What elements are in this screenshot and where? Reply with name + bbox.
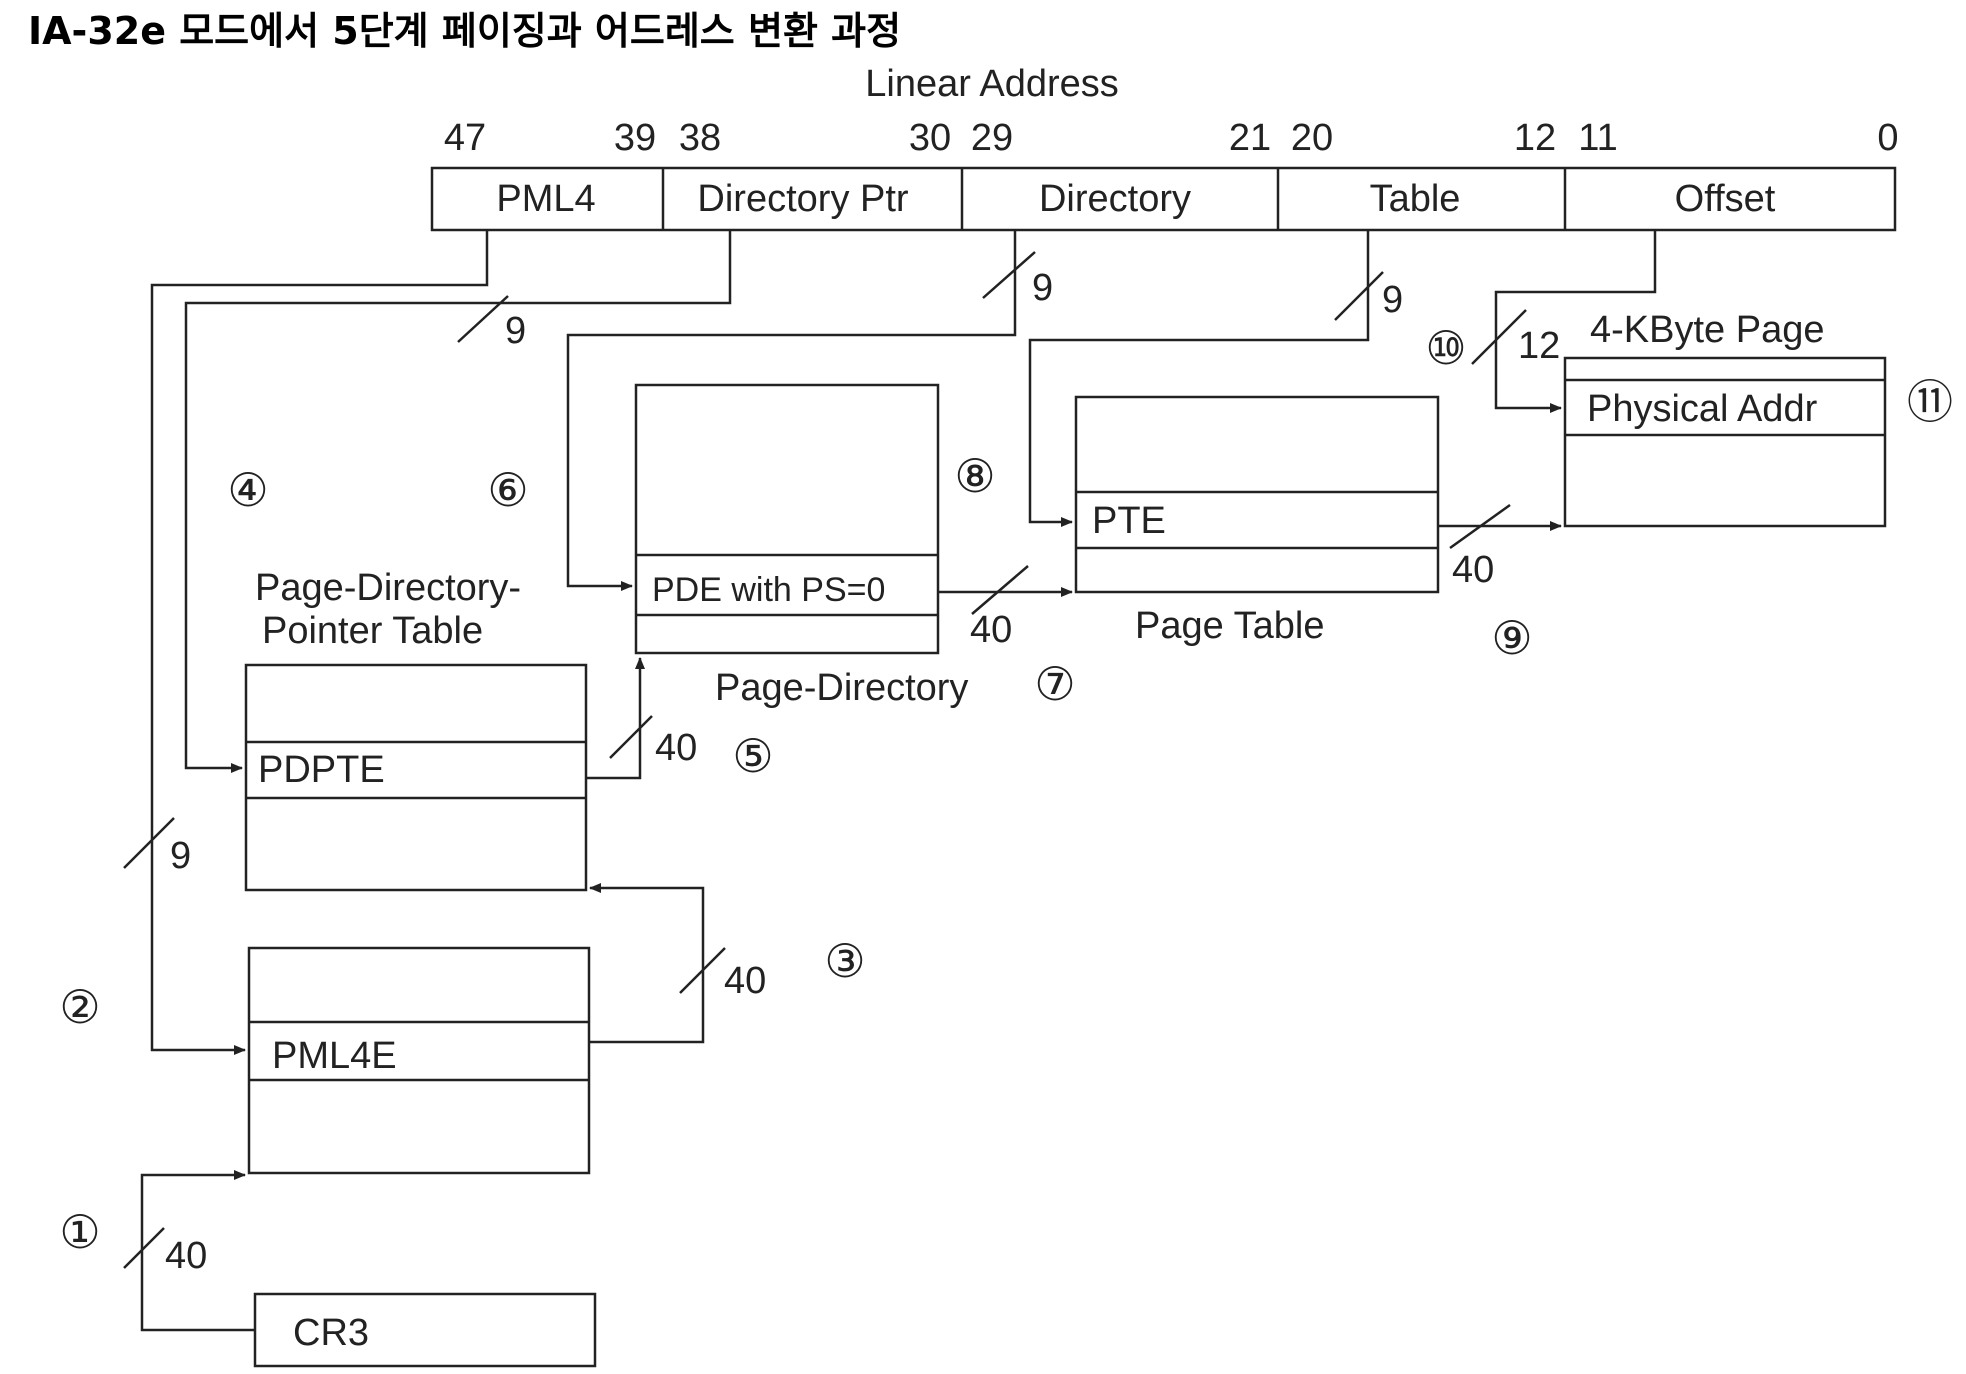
- page-table-name: Page Table: [1135, 605, 1324, 647]
- step-marker-3: ③: [824, 935, 865, 987]
- bit-label: 20: [1291, 117, 1333, 159]
- bit-label: 12: [1514, 117, 1556, 159]
- width-label-pte: 40: [1452, 549, 1494, 591]
- bit-label: 11: [1578, 117, 1617, 159]
- bit-label: 39: [614, 117, 656, 159]
- width-label-pd-index: 9: [1032, 267, 1053, 309]
- page-name: 4-KByte Page: [1590, 309, 1824, 351]
- width-slashes: [123, 251, 1527, 1269]
- bit-label: 47: [444, 117, 486, 159]
- linear-address-label: Linear Address: [865, 63, 1119, 105]
- kbyte-page: [1563, 356, 1887, 528]
- arrow-pml4-index: [150, 230, 489, 1055]
- field-table: Table: [1370, 178, 1461, 220]
- arrow-pd-index: [566, 230, 1017, 591]
- bit-label: 21: [1229, 117, 1271, 159]
- pde-label: PDE with PS=0: [652, 571, 885, 609]
- width-label-pml4-index: 9: [170, 835, 191, 877]
- pdpt-table: [244, 663, 588, 892]
- step-marker-8: ⑧: [954, 450, 995, 502]
- width-label-pdpte: 40: [655, 727, 697, 769]
- arrow-offset: [1494, 230, 1657, 413]
- bit-label: 30: [909, 117, 951, 159]
- arrow-pml4e-to-pdpt: [589, 883, 705, 1044]
- step-marker-11: ⑪: [1907, 376, 1953, 428]
- step-marker-4: ④: [227, 464, 268, 516]
- pdpt-name-line1: Page-Directory-: [255, 567, 521, 609]
- step-marker-1: ①: [59, 1206, 100, 1258]
- step-marker-2: ②: [59, 981, 100, 1033]
- cr3-label: CR3: [293, 1312, 369, 1354]
- width-label-pde: 40: [970, 609, 1012, 651]
- step-marker-10: ⑩: [1425, 322, 1466, 374]
- physical-addr-label: Physical Addr: [1587, 388, 1818, 430]
- cr3-register: [253, 1292, 597, 1368]
- width-label-pml4e: 40: [724, 960, 766, 1002]
- bit-label: 0: [1877, 117, 1898, 159]
- field-directory-ptr: Directory Ptr: [697, 178, 908, 220]
- step-marker-7: ⑦: [1034, 658, 1075, 710]
- page-directory-name: Page-Directory: [715, 667, 968, 709]
- pdpt-name-line2: Pointer Table: [262, 610, 483, 652]
- page-table: [1074, 395, 1440, 594]
- arrow-pt-index: [1028, 230, 1370, 527]
- pdpte-label: PDPTE: [258, 749, 385, 791]
- step-marker-9: ⑨: [1491, 612, 1532, 664]
- width-label-pt-index: 9: [1382, 279, 1403, 321]
- field-pml4: PML4: [496, 178, 595, 220]
- step-marker-5: ⑤: [732, 730, 773, 782]
- arrow-cr3-to-pml4: [140, 1170, 255, 1332]
- arrow-pdpt-index: [184, 230, 732, 773]
- pml4-table: [247, 946, 591, 1175]
- width-label-offset: 12: [1518, 325, 1560, 367]
- pte-label: PTE: [1092, 500, 1166, 542]
- step-marker-6: ⑥: [487, 464, 528, 516]
- pml4e-label: PML4E: [272, 1035, 397, 1077]
- width-label-cr3: 40: [165, 1235, 207, 1277]
- field-directory: Directory: [1039, 178, 1191, 220]
- page-directory-table: [634, 383, 940, 655]
- arrow-pdpte-to-pd: [586, 657, 645, 780]
- linear-address-register: [430, 166, 1897, 232]
- field-offset: Offset: [1675, 178, 1776, 220]
- bit-label: 38: [679, 117, 721, 159]
- bit-label: 29: [971, 117, 1013, 159]
- diagram-title: IA-32e 모드에서 5단계 페이징과 어드레스 변환 과정: [28, 9, 901, 53]
- width-label-pdpt-index: 9: [505, 310, 526, 352]
